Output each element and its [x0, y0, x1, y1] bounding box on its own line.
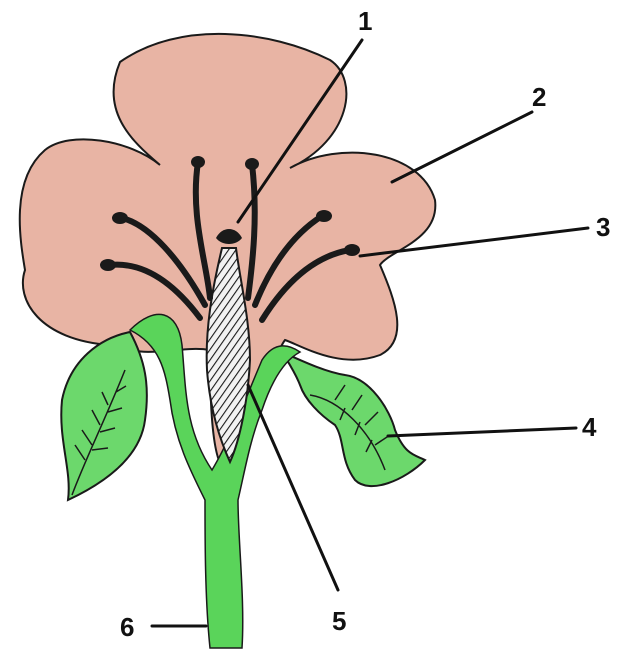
- leader-line-2: [392, 112, 532, 182]
- leaf-left: [61, 332, 147, 500]
- label-3: 3: [596, 214, 610, 240]
- label-1: 1: [358, 8, 372, 34]
- label-6: 6: [120, 614, 134, 640]
- leader-line-4: [388, 428, 576, 436]
- label-4: 4: [582, 414, 596, 440]
- label-5: 5: [332, 608, 346, 634]
- label-2: 2: [532, 84, 546, 110]
